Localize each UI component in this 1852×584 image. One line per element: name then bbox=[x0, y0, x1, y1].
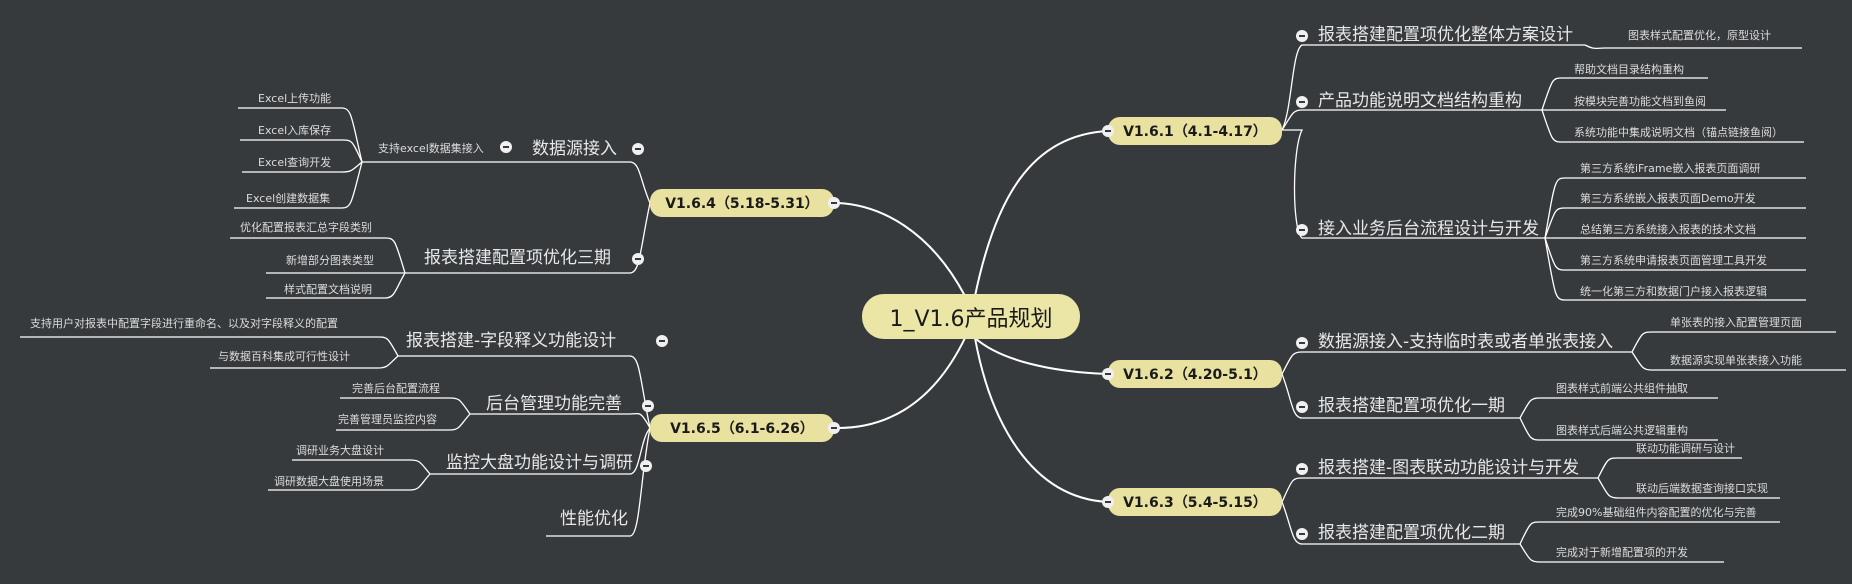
leaf-label[interactable]: 数据源实现单张表接入功能 bbox=[1670, 354, 1802, 367]
root-topic[interactable]: 1_V1.6产品规划 bbox=[862, 294, 1080, 339]
leaf-label[interactable]: 新增部分图表类型 bbox=[286, 254, 374, 267]
topic-label[interactable]: 报表搭建配置项优化整体方案设计 bbox=[1318, 25, 1573, 45]
leaf-label[interactable]: Excel查询开发 bbox=[258, 156, 332, 169]
topic-label[interactable]: 性能优化 bbox=[560, 509, 628, 529]
collapse-toggle-icon[interactable] bbox=[1102, 368, 1114, 380]
leaf-label[interactable]: 帮助文档目录结构重构 bbox=[1574, 63, 1684, 76]
collapse-toggle-icon[interactable] bbox=[500, 141, 512, 153]
connector-root-v165 bbox=[837, 337, 966, 429]
collapse-toggle-icon[interactable] bbox=[1296, 401, 1308, 413]
leaf-label[interactable]: 总结第三方系统接入报表的技术文档 bbox=[1580, 223, 1756, 236]
leaf-label[interactable]: Excel创建数据集 bbox=[246, 192, 331, 205]
topic-label[interactable]: 报表搭建配置项优化一期 bbox=[1318, 396, 1505, 416]
collapse-toggle-icon[interactable] bbox=[640, 460, 652, 472]
leaf-label[interactable]: 单张表的接入配置管理页面 bbox=[1670, 316, 1802, 329]
leaf-label[interactable]: 系统功能中集成说明文档（锚点链接鱼阅） bbox=[1574, 126, 1783, 139]
collapse-toggle-icon[interactable] bbox=[828, 422, 840, 434]
version-label: V1.6.2（4.20-5.1） bbox=[1123, 367, 1267, 383]
leaf-label[interactable]: 按模块完善功能文档到鱼阅 bbox=[1574, 95, 1706, 108]
version-node-v163[interactable]: V1.6.3（5.4-5.15） bbox=[1108, 488, 1282, 516]
sub-topic-label[interactable]: 支持excel数据集接入 bbox=[378, 142, 484, 155]
version-label: V1.6.1（4.1-4.17） bbox=[1123, 124, 1267, 140]
leaf-label[interactable]: 调研业务大盘设计 bbox=[296, 444, 384, 457]
collapse-toggle-icon[interactable] bbox=[1296, 463, 1308, 475]
collapse-toggle-icon[interactable] bbox=[1296, 30, 1308, 42]
root-topic-label: 1_V1.6产品规划 bbox=[889, 306, 1053, 332]
leaf-label[interactable]: 调研数据大盘使用场景 bbox=[274, 475, 384, 488]
collapse-toggle-icon[interactable] bbox=[1102, 496, 1114, 508]
leaf-label[interactable]: Excel上传功能 bbox=[258, 92, 332, 105]
leaf-label[interactable]: 统一化第三方和数据门户接入报表逻辑 bbox=[1580, 285, 1767, 298]
leaf-label[interactable]: 联动后端数据查询接口实现 bbox=[1636, 482, 1768, 495]
collapse-toggle-icon[interactable] bbox=[1296, 224, 1308, 236]
connector-root-v164 bbox=[837, 202, 966, 297]
leaf-label[interactable]: 与数据百科集成可行性设计 bbox=[218, 350, 350, 363]
leaf-label[interactable]: 联动功能调研与设计 bbox=[1636, 442, 1735, 455]
collapse-toggle-icon[interactable] bbox=[632, 253, 644, 265]
leaf-label[interactable]: 完成90%基础组件内容配置的优化与完善 bbox=[1556, 506, 1757, 519]
topic-label[interactable]: 数据源接入 bbox=[532, 139, 617, 159]
collapse-toggle-icon[interactable] bbox=[1296, 337, 1308, 349]
leaf-label[interactable]: 第三方系统申请报表页面管理工具开发 bbox=[1580, 254, 1767, 267]
topic-label[interactable]: 报表搭建-字段释义功能设计 bbox=[406, 331, 617, 351]
collapse-toggle-icon[interactable] bbox=[1102, 125, 1114, 137]
leaf-label[interactable]: Excel入库保存 bbox=[258, 124, 332, 137]
topic-label[interactable]: 监控大盘功能设计与调研 bbox=[446, 453, 633, 473]
leaf-label[interactable]: 第三方系统嵌入报表页面Demo开发 bbox=[1580, 192, 1756, 205]
connector-root-v161 bbox=[974, 130, 1109, 297]
leaf-label[interactable]: 图表样式前端公共组件抽取 bbox=[1556, 382, 1688, 395]
topic-label[interactable]: 报表搭建配置项优化二期 bbox=[1318, 523, 1505, 543]
collapse-toggle-icon[interactable] bbox=[656, 335, 668, 347]
version-node-v162[interactable]: V1.6.2（4.20-5.1） bbox=[1108, 360, 1282, 388]
connector-root-v162 bbox=[974, 337, 1109, 375]
leaf-label[interactable]: 支持用户对报表中配置字段进行重命名、以及对字段释义的配置 bbox=[30, 317, 338, 330]
topic-label[interactable]: 数据源接入-支持临时表或者单张表接入 bbox=[1318, 332, 1614, 352]
leaf-label[interactable]: 样式配置文档说明 bbox=[284, 283, 372, 296]
leaf-label[interactable]: 完善后台配置流程 bbox=[352, 382, 440, 395]
version-label: V1.6.5（6.1-6.26） bbox=[670, 421, 814, 437]
collapse-toggle-icon[interactable] bbox=[828, 197, 840, 209]
collapse-toggle-icon[interactable] bbox=[632, 143, 644, 155]
version-node-v161[interactable]: V1.6.1（4.1-4.17） bbox=[1108, 117, 1282, 145]
topic-label[interactable]: 产品功能说明文档结构重构 bbox=[1318, 91, 1522, 111]
version-label: V1.6.3（5.4-5.15） bbox=[1123, 495, 1267, 511]
collapse-toggle-icon[interactable] bbox=[1296, 528, 1308, 540]
collapse-toggle-icon[interactable] bbox=[1296, 96, 1308, 108]
leaf-label[interactable]: 图表样式配置优化，原型设计 bbox=[1628, 29, 1771, 42]
version-label: V1.6.4（5.18-5.31） bbox=[665, 196, 819, 212]
leaf-label[interactable]: 完善管理员监控内容 bbox=[338, 413, 437, 426]
leaf-label[interactable]: 第三方系统iFrame嵌入报表页面调研 bbox=[1580, 162, 1761, 175]
version-node-v164[interactable]: V1.6.4（5.18-5.31） bbox=[650, 189, 834, 217]
topic-label[interactable]: 报表搭建配置项优化三期 bbox=[424, 248, 611, 268]
leaf-label[interactable]: 优化配置报表汇总字段类别 bbox=[240, 221, 372, 234]
topic-label[interactable]: 接入业务后台流程设计与开发 bbox=[1318, 219, 1539, 239]
collapse-toggle-icon[interactable] bbox=[642, 400, 654, 412]
topic-label[interactable]: 报表搭建-图表联动功能设计与开发 bbox=[1318, 458, 1580, 478]
connector-root-v163 bbox=[974, 337, 1109, 503]
version-node-v165[interactable]: V1.6.5（6.1-6.26） bbox=[650, 414, 834, 442]
leaf-label[interactable]: 图表样式后端公共逻辑重构 bbox=[1556, 424, 1688, 437]
topic-label[interactable]: 后台管理功能完善 bbox=[486, 394, 622, 414]
leaf-label[interactable]: 完成对于新增配置项的开发 bbox=[1556, 546, 1688, 559]
